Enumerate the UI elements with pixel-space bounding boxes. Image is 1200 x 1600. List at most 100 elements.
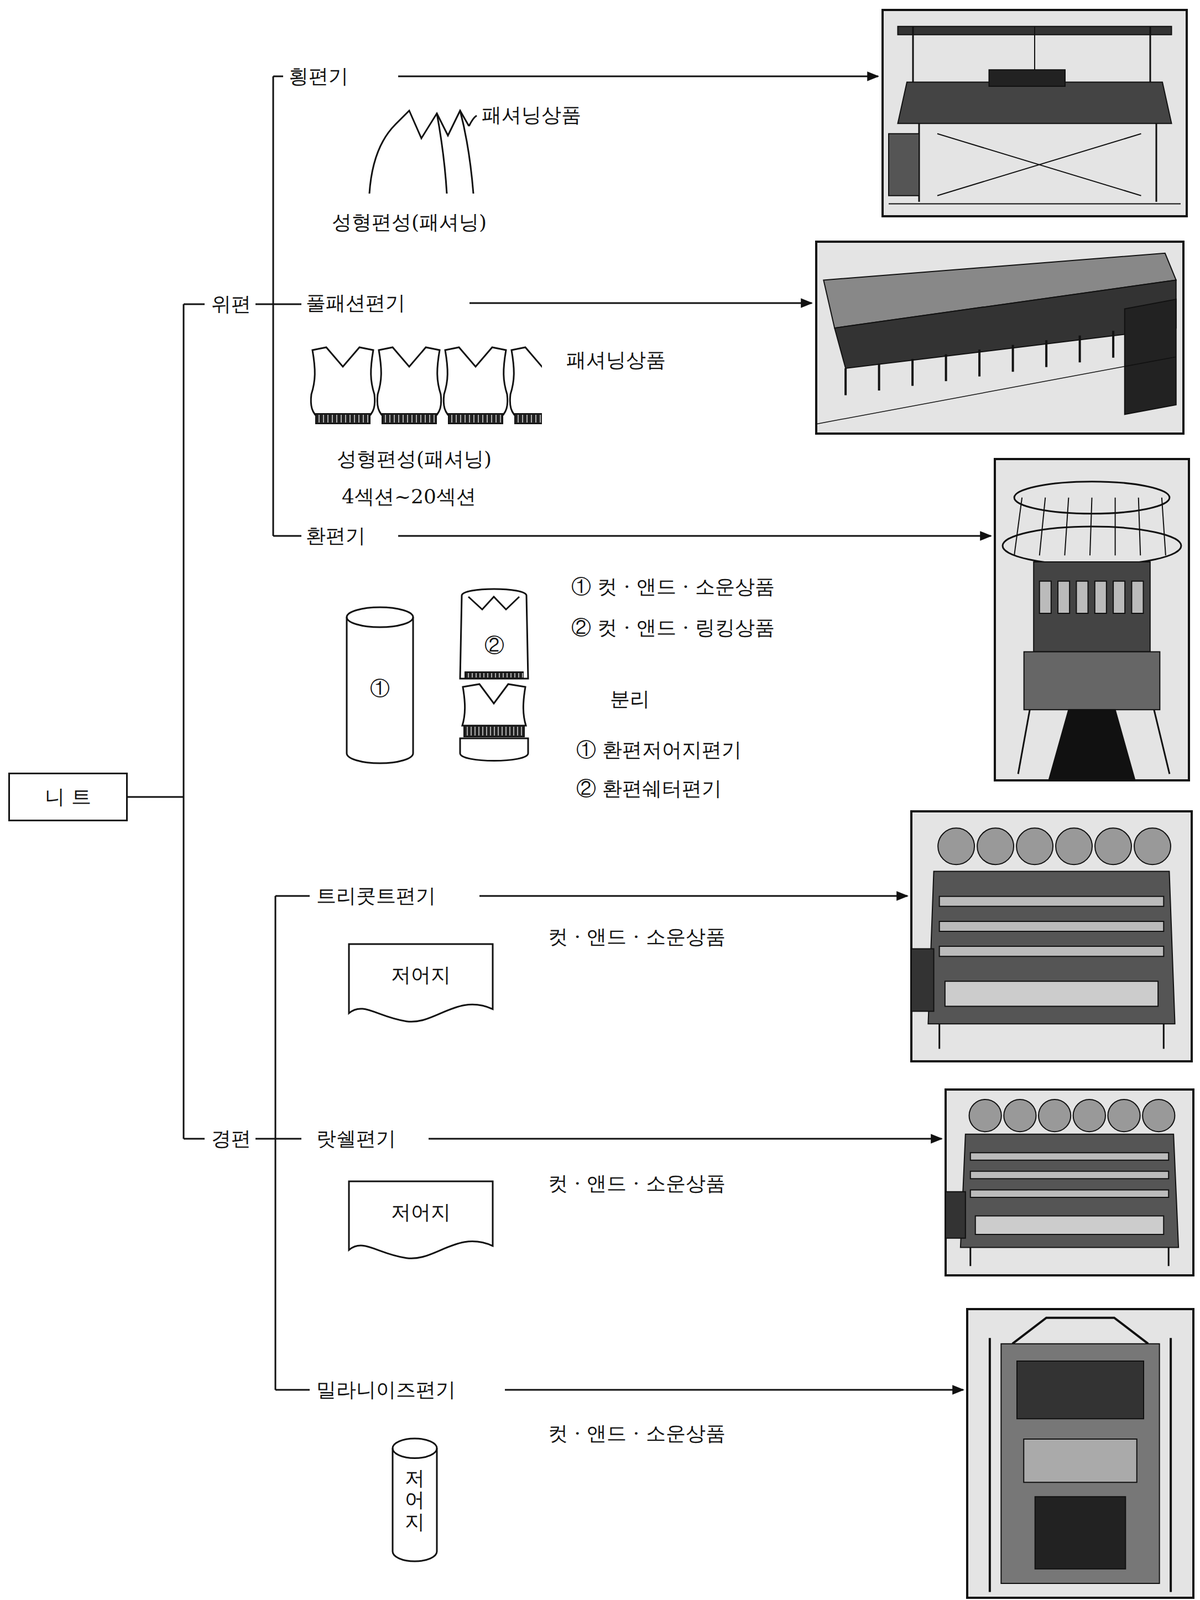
machine-line xyxy=(1018,709,1030,774)
needle-section xyxy=(1023,1438,1137,1483)
text-label: 위편 xyxy=(211,291,252,316)
bracket-line xyxy=(255,1138,302,1140)
rib-line xyxy=(398,414,400,423)
shirt-shape: ② xyxy=(457,584,531,764)
bracket-line xyxy=(275,895,310,897)
feeder xyxy=(1113,581,1125,614)
text-label: ② 환편쉐터편기 xyxy=(576,776,722,801)
rib-line xyxy=(517,414,519,423)
warp-beam xyxy=(1003,1099,1036,1132)
rib-line xyxy=(362,414,364,423)
rib-line xyxy=(509,726,511,736)
rib-line xyxy=(510,672,512,678)
machine-line xyxy=(1039,497,1046,556)
creel-ring xyxy=(1002,526,1182,566)
rib-line xyxy=(520,726,523,736)
machine-line xyxy=(844,368,847,396)
node-text: ② xyxy=(484,633,505,657)
cyl-shape: ① xyxy=(346,607,414,764)
beam-section xyxy=(1016,1360,1144,1419)
feeder xyxy=(1131,581,1144,614)
arrow-line xyxy=(479,895,908,897)
machine-line xyxy=(1011,345,1015,373)
rib-line xyxy=(477,414,479,423)
rib-line xyxy=(495,414,497,423)
rib-line xyxy=(389,414,391,423)
rib-line xyxy=(501,726,503,736)
rib-line xyxy=(487,672,489,678)
warp-beam xyxy=(1016,827,1053,865)
machine-line xyxy=(1045,340,1048,368)
rib-line xyxy=(322,414,325,423)
shape-outline xyxy=(348,943,493,1022)
machine-line xyxy=(816,356,1177,424)
shape-detail xyxy=(462,684,526,726)
rib-line xyxy=(506,672,508,678)
machine-line xyxy=(888,203,1181,205)
rib-line xyxy=(407,414,409,423)
rib-line xyxy=(349,414,351,423)
warp-beam xyxy=(1055,827,1093,865)
arrow-line xyxy=(469,302,812,305)
rib-line xyxy=(505,726,507,736)
rib-line xyxy=(491,672,493,678)
bracket-line xyxy=(183,1138,205,1140)
warp-beam xyxy=(969,1099,1002,1132)
machine-line xyxy=(969,1247,972,1267)
text-label: 분리 xyxy=(609,686,650,711)
carriage xyxy=(989,69,1066,87)
shape-outline xyxy=(346,607,414,764)
rib-line xyxy=(460,414,462,423)
bracket-line xyxy=(275,1389,310,1391)
machine-line xyxy=(988,1337,991,1592)
text-label: 패셔닝상품 xyxy=(566,347,666,372)
bracket-line xyxy=(183,304,185,1139)
rib-line xyxy=(486,726,488,736)
warp-beam xyxy=(1107,1099,1140,1132)
machine-line xyxy=(1089,497,1093,556)
rib-line xyxy=(539,414,541,423)
bracket-line xyxy=(255,303,302,306)
arrow-line xyxy=(398,535,991,537)
photo-frame xyxy=(967,1308,1194,1598)
text-label: ① 컷 · 앤드 · 소운상품 xyxy=(571,574,775,599)
rib-line xyxy=(493,726,495,736)
photo-frame xyxy=(816,241,1184,434)
shape-outline xyxy=(348,1181,493,1259)
rib-line xyxy=(489,726,492,736)
rib-band xyxy=(514,413,542,424)
guide-bar xyxy=(939,946,1165,957)
rib-line xyxy=(530,414,532,423)
machine-line xyxy=(978,349,981,377)
text-label: 랏쉘편기 xyxy=(316,1126,396,1151)
text-label: 트리콧트편기 xyxy=(316,883,436,908)
rib-line xyxy=(336,414,338,423)
shape-detail xyxy=(460,738,529,761)
rib-line xyxy=(353,414,356,423)
rib-line xyxy=(482,726,484,736)
rib-line xyxy=(451,414,453,423)
machine-photo xyxy=(882,9,1187,217)
rib-line xyxy=(514,672,516,678)
jersey-shape: 저어지 xyxy=(348,1181,493,1262)
rib-line xyxy=(466,726,468,736)
machine-line xyxy=(1154,709,1170,774)
warp-beam xyxy=(1073,1099,1106,1132)
text-label: ① 환편저어지편기 xyxy=(576,737,742,762)
text-label: 환편기 xyxy=(305,523,366,548)
warp-beam xyxy=(1038,1099,1071,1132)
machine-line xyxy=(1114,497,1116,556)
node-text: 저어지 xyxy=(404,1467,425,1533)
rib-line xyxy=(429,414,431,423)
take-up-roller xyxy=(975,1215,1164,1235)
cylv-shape: 저어지 xyxy=(392,1438,437,1562)
warp-beam xyxy=(1142,1099,1175,1132)
shape-detail xyxy=(468,596,520,610)
arrow-line xyxy=(398,75,879,78)
bracket-line xyxy=(272,76,275,536)
end-console xyxy=(1124,299,1177,415)
rib-line xyxy=(483,672,485,678)
vest-figure xyxy=(443,347,508,424)
rib-line xyxy=(393,414,395,423)
rib-line xyxy=(498,672,500,678)
